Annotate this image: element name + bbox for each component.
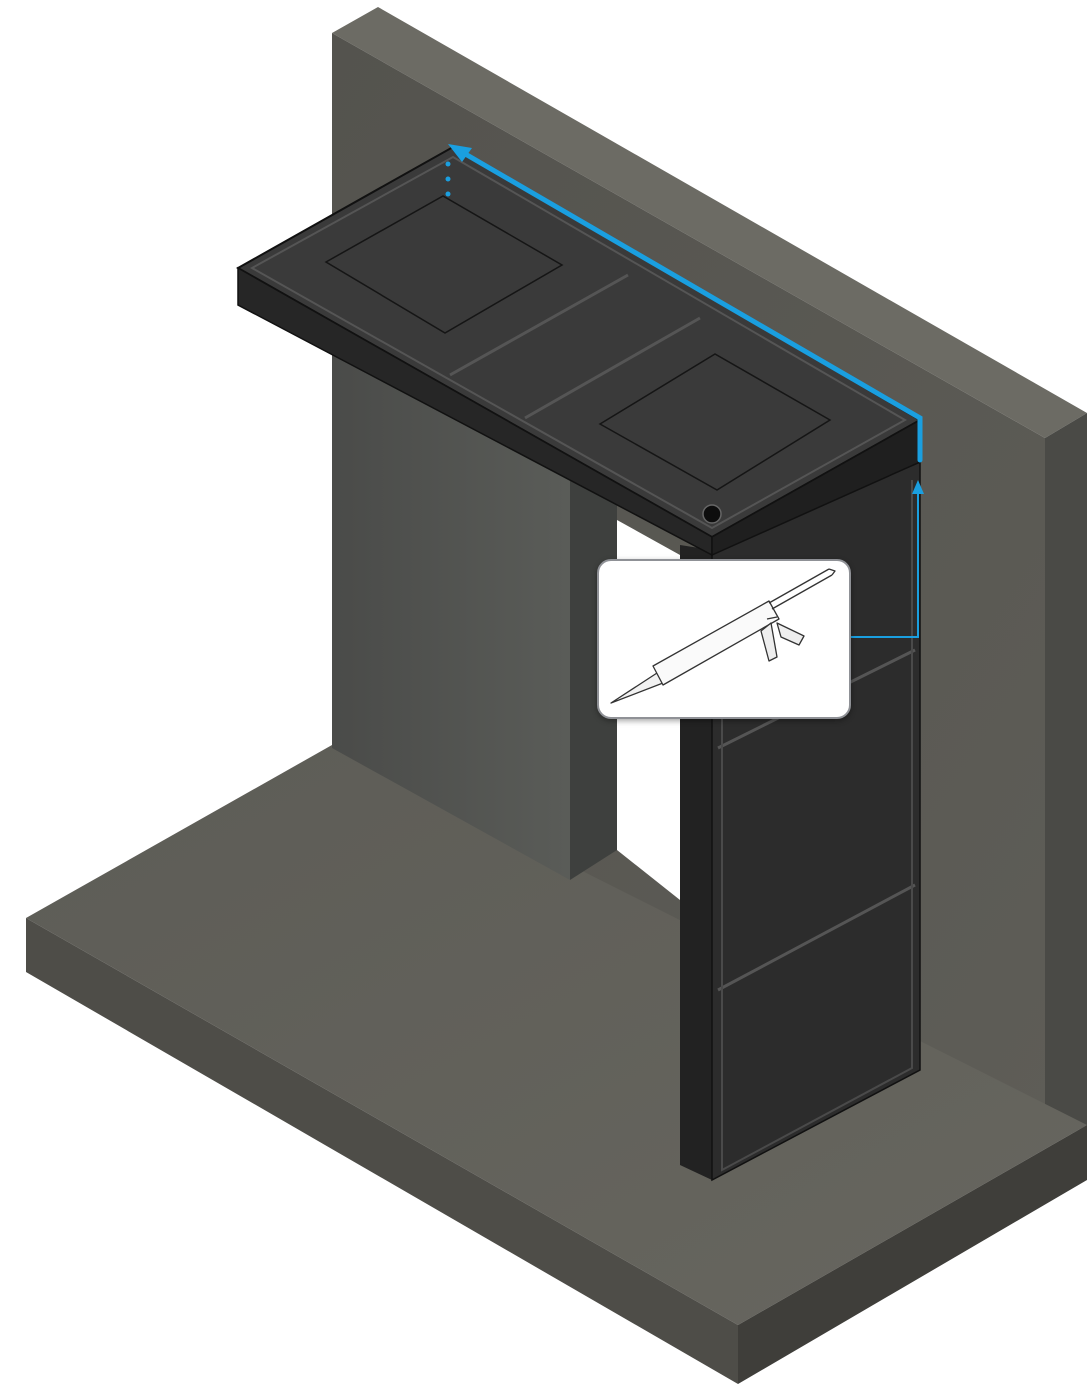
seal-path <box>445 144 924 638</box>
seal-dot <box>445 161 451 167</box>
unit-drain-cap <box>702 504 722 524</box>
floor-right-face <box>738 1125 1087 1384</box>
tool-callout <box>597 559 851 719</box>
unit-inset-panel <box>324 195 564 334</box>
unit-panel-divider <box>449 273 629 377</box>
seal-leader-line <box>838 490 919 638</box>
wall-top-edge <box>332 7 1087 438</box>
floor-slab <box>26 745 1087 1384</box>
arrow-up-icon <box>912 480 924 494</box>
cabinet-frame-edge <box>721 480 913 1172</box>
floor-front-face <box>26 918 738 1384</box>
unit-inset-panel <box>598 353 832 491</box>
partition-side <box>570 420 617 880</box>
wall-right-side <box>1045 413 1087 1148</box>
floor-top <box>26 745 1087 1325</box>
seal-line-top <box>452 145 923 463</box>
unit-panel-divider <box>524 316 701 420</box>
unit-rim <box>249 155 908 530</box>
seal-dot <box>445 191 451 197</box>
caulking-gun-icon <box>610 568 836 704</box>
arrow-head-icon <box>448 144 472 162</box>
overhead-unit <box>235 145 923 557</box>
seal-dot <box>445 176 451 182</box>
cabinet-panel-seam <box>717 883 916 992</box>
